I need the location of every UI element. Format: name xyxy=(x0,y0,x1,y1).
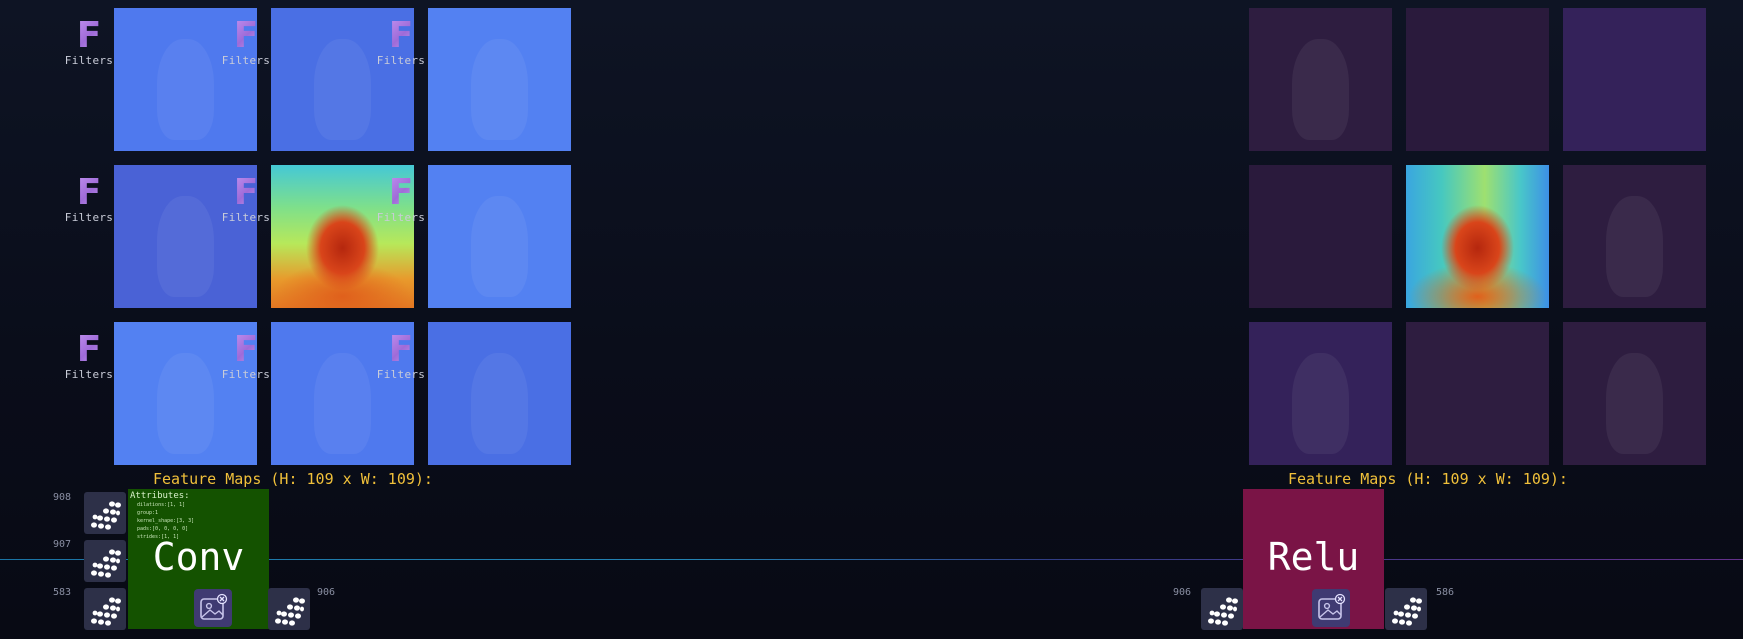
feature-map-tile[interactable] xyxy=(271,8,414,151)
filters-icon: F xyxy=(59,330,119,370)
filters-label: Filters xyxy=(64,368,114,381)
connection-edge xyxy=(0,559,1743,560)
image-off-icon xyxy=(1318,593,1346,620)
image-off-icon xyxy=(200,593,228,620)
attribute-row: pads:[0, 0, 0, 0] xyxy=(137,526,189,532)
filters-label: Filters xyxy=(376,368,426,381)
dots-grid-icon xyxy=(1208,597,1238,626)
output-id-label: 906 xyxy=(317,587,336,598)
filters-label: Filters xyxy=(376,54,426,67)
attribute-row: dilations:[1, 1] xyxy=(137,502,186,508)
input-port[interactable] xyxy=(1201,588,1243,630)
input-port[interactable] xyxy=(84,492,126,534)
dots-grid-icon xyxy=(91,549,121,578)
feature-map-tile[interactable] xyxy=(114,165,257,308)
feature-map-tile[interactable] xyxy=(428,8,571,151)
feature-map-tile[interactable] xyxy=(1563,8,1706,151)
relu-node[interactable]: Relu xyxy=(1243,489,1384,629)
attribute-row: kernel_shape:[3, 3] xyxy=(137,518,195,524)
filters-icon: F xyxy=(216,173,276,213)
node-name: Relu xyxy=(1267,535,1360,579)
feature-map-tile[interactable] xyxy=(114,8,257,151)
output-port[interactable] xyxy=(1385,588,1427,630)
output-id-label: 586 xyxy=(1436,587,1455,598)
attribute-row: group:1 xyxy=(137,510,159,516)
attributes-panel: Attributes: dilations:[1, 1] group:1 ker… xyxy=(130,491,194,541)
dots-grid-icon xyxy=(275,597,305,626)
input-id-label: 907 xyxy=(53,539,72,550)
feature-map-tile[interactable] xyxy=(1406,322,1549,465)
filters-label: Filters xyxy=(221,368,271,381)
feature-map-tile[interactable] xyxy=(428,165,571,308)
dots-grid-icon xyxy=(91,501,121,530)
output-port[interactable] xyxy=(268,588,310,630)
feature-map-tile[interactable] xyxy=(271,322,414,465)
filters-label: Filters xyxy=(64,211,114,224)
filters-label: Filters xyxy=(376,211,426,224)
toggle-image-button[interactable] xyxy=(1312,589,1350,627)
feature-maps-label: Feature Maps (H: 109 x W: 109): xyxy=(153,470,433,488)
dots-grid-icon xyxy=(1392,597,1422,626)
feature-map-tile[interactable] xyxy=(114,322,257,465)
feature-map-tile[interactable] xyxy=(428,322,571,465)
toggle-image-button[interactable] xyxy=(194,589,232,627)
attribute-row: strides:[1, 1] xyxy=(137,534,180,540)
filters-icon: F xyxy=(59,173,119,213)
feature-map-tile[interactable] xyxy=(1249,322,1392,465)
input-id-label: 906 xyxy=(1173,587,1192,598)
input-port[interactable] xyxy=(84,588,126,630)
filters-icon: F xyxy=(216,16,276,56)
dots-grid-icon xyxy=(91,597,121,626)
filters-label: Filters xyxy=(64,54,114,67)
conv-node[interactable]: Attributes: dilations:[1, 1] group:1 ker… xyxy=(128,489,269,629)
feature-map-tile[interactable] xyxy=(1406,8,1549,151)
feature-map-tile[interactable] xyxy=(1563,165,1706,308)
filters-icon: F xyxy=(216,330,276,370)
feature-map-tile-highlighted[interactable] xyxy=(1406,165,1549,308)
filters-icon: F xyxy=(371,16,431,56)
feature-map-tile[interactable] xyxy=(1563,322,1706,465)
feature-map-tile-highlighted[interactable] xyxy=(271,165,414,308)
feature-map-tile[interactable] xyxy=(1249,165,1392,308)
attributes-title: Attributes: xyxy=(130,491,190,501)
input-id-label: 908 xyxy=(53,492,72,503)
filters-icon: F xyxy=(371,173,431,213)
node-name: Conv xyxy=(152,535,245,579)
filters-icon: F xyxy=(371,330,431,370)
feature-maps-label: Feature Maps (H: 109 x W: 109): xyxy=(1288,470,1568,488)
filters-label: Filters xyxy=(221,54,271,67)
input-port[interactable] xyxy=(84,540,126,582)
feature-map-tile[interactable] xyxy=(1249,8,1392,151)
filters-icon: F xyxy=(59,16,119,56)
input-id-label: 583 xyxy=(53,587,72,598)
filters-label: Filters xyxy=(221,211,271,224)
